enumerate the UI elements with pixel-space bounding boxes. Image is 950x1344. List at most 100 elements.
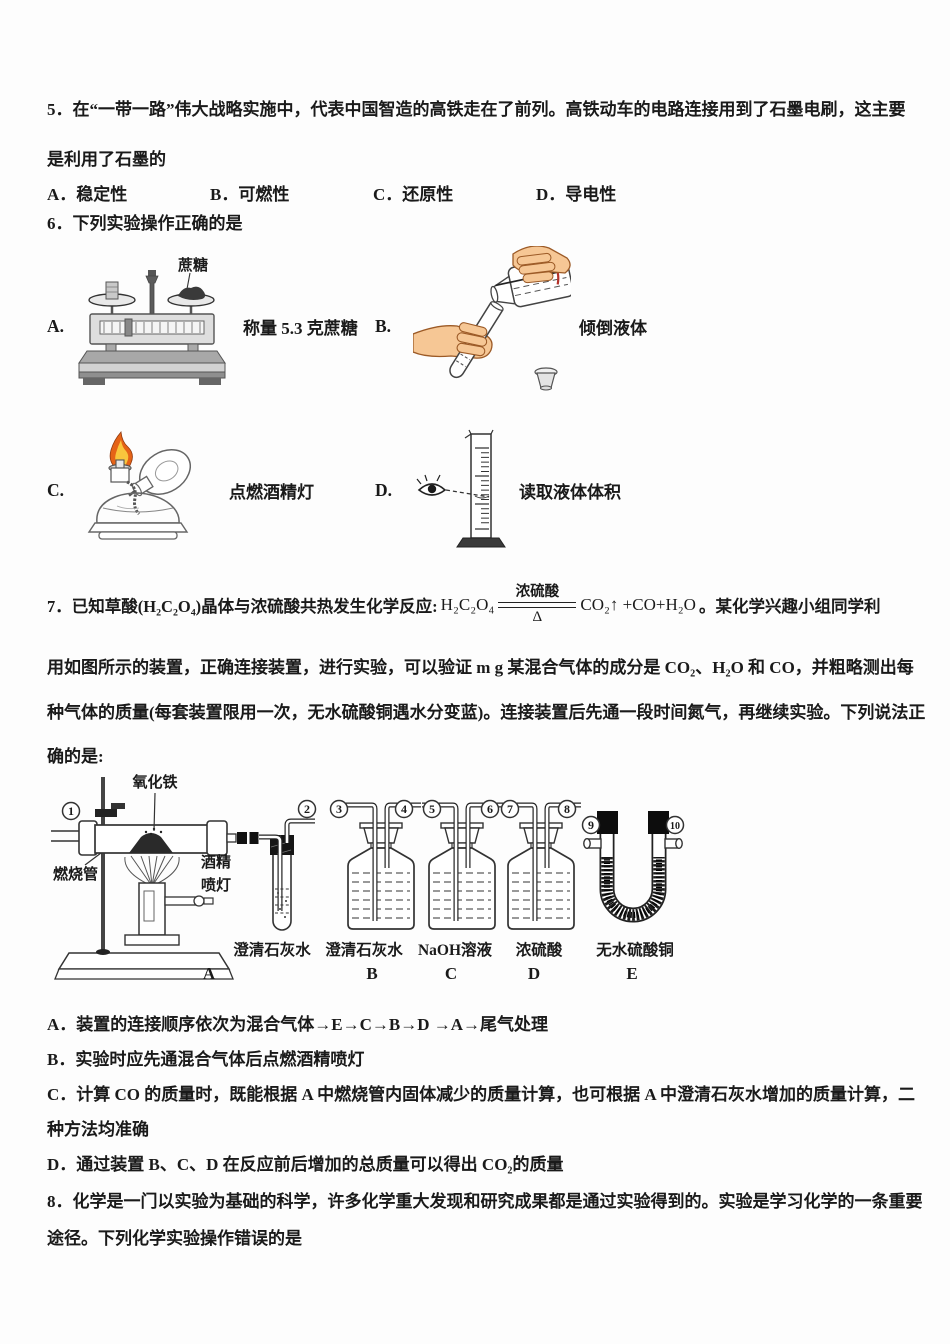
eye-icon	[416, 474, 447, 496]
exam-page: 5．在“一带一路”伟大战略实施中，代表中国智造的高铁走在了前列。高铁动车的电路连…	[47, 100, 926, 1248]
port-5: 5	[422, 799, 442, 819]
iron-oxide-label: 氧化铁	[131, 773, 177, 791]
blast-lamp-label-line1: 酒精	[201, 853, 231, 871]
svg-text:9: 9	[588, 818, 594, 832]
q6-option-c-caption: 点燃酒精灯	[229, 482, 314, 502]
q8-stem-line1: 8．化学是一门以实验为基础的科学，许多化学重大发现和研究成果都是通过实验得到的。…	[47, 1192, 923, 1211]
wash-bottle-d	[501, 805, 581, 929]
blast-lamp-label-line2: 喷灯	[201, 877, 231, 894]
weight	[105, 281, 119, 300]
blast-lamp	[124, 882, 214, 946]
furnace-assembly: 氧化铁 燃烧管 酒精 喷灯	[51, 773, 259, 980]
equation-condition-above: 浓硫酸	[515, 584, 560, 601]
svg-text:10: 10	[670, 821, 680, 832]
port-4: 4	[394, 799, 414, 819]
sight-line	[445, 489, 490, 498]
q6-option-b-label: B.	[375, 315, 392, 336]
wash-bottle-b	[341, 805, 421, 929]
chemical-equation: H₂C₂O₄ 浓硫酸 Δ CO₂↑ +CO+H₂O	[441, 584, 696, 625]
q5-option-b: B．可燃性	[210, 185, 290, 204]
equation-conditions: 浓硫酸 Δ	[498, 584, 577, 625]
q7-option-c-line2: 种方法均准确	[47, 1120, 149, 1139]
unit-c-letter: C	[445, 964, 457, 983]
equation-reactant: H₂C₂O₄	[440, 594, 495, 614]
alcohol-lamp	[87, 459, 189, 540]
unit-b-letter: B	[366, 964, 377, 983]
q6-option-d-caption: 读取液体体积	[519, 482, 621, 502]
unit-b-caption: 澄清石灰水	[325, 940, 403, 959]
q6-option-c-label: C.	[47, 479, 65, 500]
unit-d-letter: D	[528, 964, 540, 983]
q6-option-c: C.	[47, 420, 375, 560]
q7-option-c-line1: C．计算 CO 的质量时，既能根据 A 中燃烧管内固体减少的质量计算，也可根据 …	[47, 1085, 915, 1104]
unit-a-caption: 澄清石灰水	[233, 940, 311, 959]
sucrose-pile	[178, 286, 206, 300]
q5-option-a: A．稳定性	[47, 185, 128, 204]
left-hand-fingers	[456, 322, 488, 357]
wash-bottle-c	[422, 805, 502, 929]
limewater-test-tube	[259, 818, 315, 931]
svg-text:3: 3	[336, 802, 342, 816]
svg-text:1: 1	[68, 804, 74, 818]
q7-stem: 7．已知草酸(H₂C₂O₄)晶体与浓硫酸共热发生化学反应: H₂C₂O₄ 浓硫酸…	[47, 572, 912, 638]
q6-stem: 6．下列实验操作正确的是	[47, 214, 243, 233]
graduated-cylinder	[456, 429, 506, 548]
port-1: 1	[61, 801, 81, 821]
q5-options: A．稳定性 B．可燃性 C．还原性 D．导电性	[47, 180, 912, 204]
rider-slider	[124, 318, 133, 337]
q6-option-d: D. 读取液体体积	[375, 420, 621, 560]
equation-double-line	[498, 601, 577, 608]
right-hand	[512, 246, 571, 284]
q7-option-a: A．装置的连接顺序依次为混合气体→E→C→B→D →A→尾气处理	[47, 1015, 549, 1034]
alcohol-lamp-figure	[87, 431, 191, 540]
q6-option-b-caption: 倾倒液体	[579, 318, 647, 338]
balance-scale-figure: 蔗糖	[78, 256, 226, 385]
svg-text:2: 2	[304, 802, 310, 816]
svg-text:5: 5	[429, 802, 435, 816]
svg-text:4: 4	[401, 802, 407, 816]
combustion-tube-label: 燃烧管	[53, 865, 98, 883]
q5-stem-line2: 是利用了石墨的	[47, 150, 166, 169]
q7-body-line3: 确的是:	[47, 747, 104, 766]
unit-e-caption: 无水硫酸铜	[595, 940, 674, 959]
flame-lines	[124, 855, 180, 887]
q6-option-a-caption: 称量 5.3 克蔗糖	[243, 318, 358, 338]
q5-option-d: D．导电性	[536, 185, 617, 204]
port-9: 9	[581, 815, 601, 835]
q5-stem-line1: 5．在“一带一路”伟大战略实施中，代表中国智造的高铁走在了前列。高铁动车的电路连…	[47, 100, 906, 119]
q6-option-b: B.	[375, 242, 647, 410]
q6-option-a: A. 蔗糖	[47, 242, 375, 410]
pouring-liquid-figure	[413, 246, 571, 391]
q7-option-d: D．通过装置 B、C、D 在反应前后增加的总质量可以得出 CO₂的质量	[47, 1155, 564, 1174]
svg-text:8: 8	[564, 802, 570, 816]
unit-e-letter: E	[626, 964, 637, 983]
iron-oxide-powder	[129, 833, 173, 853]
q6-option-a-label: A.	[47, 315, 65, 336]
q6-figure-row-2: C.	[47, 420, 912, 560]
q7-body-line1: 用如图所示的装置，正确连接装置，进行实验，可以验证 m g 某混合气体的成分是 …	[47, 658, 914, 677]
q6-figure-row-1: A. 蔗糖	[47, 242, 912, 410]
wick	[126, 480, 141, 516]
unit-c-caption: NaOH溶液	[418, 940, 493, 959]
equation-condition-below: Δ	[532, 608, 543, 625]
glass-stopper	[534, 367, 558, 391]
q5-option-c: C．还原性	[373, 185, 454, 204]
unit-d-caption: 浓硫酸	[516, 940, 563, 959]
q6-option-d-label: D.	[375, 479, 393, 500]
graduated-cylinder-figure	[416, 429, 506, 548]
port-7: 7	[500, 799, 520, 819]
equation-products: CO₂↑ +CO+H₂O	[580, 594, 696, 614]
svg-text:7: 7	[507, 802, 513, 816]
svg-text:6: 6	[487, 802, 493, 816]
port-10: 10	[665, 815, 685, 835]
port-3: 3	[329, 799, 349, 819]
q8-stem-line2: 途径。下列化学实验操作错误的是	[47, 1229, 302, 1248]
port-2: 2	[297, 799, 317, 819]
sucrose-label: 蔗糖	[177, 256, 208, 274]
port-6: 6	[480, 799, 500, 819]
q7-body-line2: 种气体的质量(每套装置限用一次，无水硫酸铜遇水分变蓝)。连接装置后先通一段时间氮…	[47, 703, 926, 722]
q7-apparatus-figure: 氧化铁 燃烧管 酒精 喷灯	[51, 773, 707, 983]
port-8: 8	[557, 799, 577, 819]
tilted-lamp	[128, 449, 191, 497]
balance-scale: 蔗糖	[78, 256, 226, 385]
